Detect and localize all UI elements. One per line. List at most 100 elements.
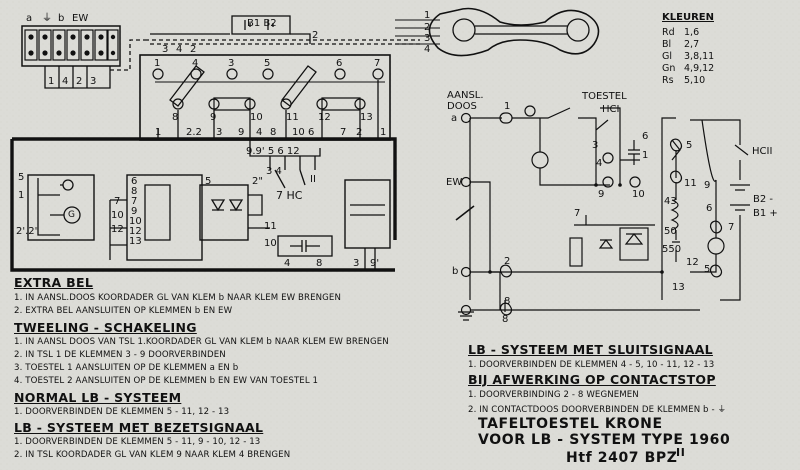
schematic-number: 550 [662,244,682,255]
block-number: 5 [205,176,212,187]
row-number: 2 [312,30,319,41]
handset-label: 2 [424,22,431,33]
galvanometer-label: G [68,210,75,220]
block-number: 13 [129,236,142,247]
terminal-number: 8 [172,112,179,123]
schematic-number: 6 [706,203,713,214]
row-number: 3 [216,127,223,138]
legend-code: Gn [662,63,676,74]
schematic-number: 3 [592,140,599,151]
row-number: 7 [340,127,347,138]
block-number: 10 [129,216,142,227]
schematic-number: 2 [504,256,511,267]
block-number: 12 [129,226,142,237]
instruction-line: 1. DOORVERBINDEN DE KLEMMEN 4 - 5, 10 - … [468,360,715,370]
terminal-number: 9 [210,112,217,123]
hc1-label: HCI [602,104,620,115]
handset-label: 1 [424,10,431,21]
capacitor-block [277,235,333,257]
block-number: 1 [18,190,25,201]
block-number: 10 [111,210,124,221]
schematic-number: 11 [684,178,697,189]
circuit-schematic [455,105,750,321]
legend-terms: 2,7 [684,39,700,50]
handset-symbol [395,7,600,57]
block-number: 10 [264,238,277,249]
schematic-number: 43 [664,196,677,207]
title-suffix: II [676,446,686,459]
hc-roman: II [310,174,316,185]
row-number: 10 [292,127,305,138]
switch-numbers: 9.9' 5 6 12 [246,146,300,157]
battery-label: B1 B2 [247,18,277,29]
row-number: 2 [356,127,363,138]
schematic-number: 5 [686,140,693,151]
section-heading: LB - SYSTEEM MET BEZETSIGNAAL [14,420,264,435]
strip-label-a: a [26,13,33,24]
legend-code: Rs [662,75,674,86]
instruction-line: 1. DOORVERBINDEN DE KLEMMEN 5 - 11, 9 - … [14,437,261,447]
legend-code: Gl [662,51,673,62]
block-number: 4 [284,258,291,269]
terminal-number: 7 [374,58,381,69]
schematic-number: 7 [728,222,735,233]
schematic-number: 6 [642,131,649,142]
row-number: 6 [308,127,315,138]
instruction-line: 1. DOORVERBINDING 2 - 8 WEGNEMEN [468,390,639,400]
row-number: 4 [256,127,263,138]
instruction-line: 2. IN CONTACTDOOS DOORVERBINDEN DE KLEMM… [468,405,727,415]
terminal-number: 4 [192,58,199,69]
instruction-line: 2. IN TSL KOORDADER GL VAN KLEM 9 NAAR K… [14,450,291,460]
battery-box [231,15,291,35]
terminal-strip [21,25,145,89]
handset-label: 3 [424,33,431,44]
row-number: 2 [190,44,197,55]
instruction-line: 1. IN AANSL.DOOS KOORDADER GL VAN KLEM b… [14,293,341,303]
block-number: 2" [252,176,263,187]
aansl-label: AANSL. [447,90,484,101]
hc2-label: HCII [752,146,773,157]
title-line-2: VOOR LB - SYSTEM TYPE 1960 [478,432,731,448]
instruction-line: 2. EXTRA BEL AANSLUITEN OP KLEMMEN b EN … [14,306,233,316]
legend-code: Bl [662,39,672,50]
battery-b1-label: B1 + [753,208,778,219]
block-number: 12 [111,224,124,235]
instruction-line: 4. TOESTEL 2 AANSLUITEN OP DE KLEMMEN b … [14,376,319,386]
strip-number: 1 [48,76,55,87]
terminal-a-label: a [451,113,458,124]
block-number: 9 [131,206,138,217]
doos-label: DOOS [447,101,477,112]
row-number: 4 [176,44,183,55]
legend-terms: 4,9,12 [684,63,715,74]
section-heading: LB - SYSTEEM MET SLUITSIGNAAL [468,342,713,357]
schematic-number: 13 [672,282,685,293]
terminal-number: 1 [154,58,161,69]
schematic-number: 9 [598,189,605,200]
strip-label-ground: ⏚ [42,13,52,24]
strip-number: 3 [90,76,97,87]
ringer-box [27,174,95,241]
battery-b2-label: B2 - [753,194,774,205]
schematic-number: 4 [596,158,603,169]
terminal-b-label: b [452,266,459,277]
block-number: 7 [114,196,121,207]
terminal-number: 3 [228,58,235,69]
schematic-number: 12 [686,257,699,268]
toestel-label: TOESTEL [582,91,627,102]
strip-number: 2 [76,76,83,87]
instruction-line: 2. IN TSL 1 DE KLEMMEN 3 - 9 DOORVERBIND… [14,350,226,360]
schematic-number: 50 [664,226,677,237]
block-number: 11 [264,221,277,232]
switch-numbers-b: 3 4 [266,166,282,177]
legend-terms: 3,8,11 [684,51,715,62]
schematic-number: 8 [502,314,509,325]
terminal-number: 10 [250,112,263,123]
block-number: 7 [131,196,138,207]
schematic-number: 1 [504,101,511,112]
relay-block [126,174,203,261]
schematic-number: 9 [704,180,711,191]
row-number: 1 [380,127,387,138]
block-number: 2'.2" [16,226,40,237]
section-heading: EXTRA BEL [14,275,94,290]
